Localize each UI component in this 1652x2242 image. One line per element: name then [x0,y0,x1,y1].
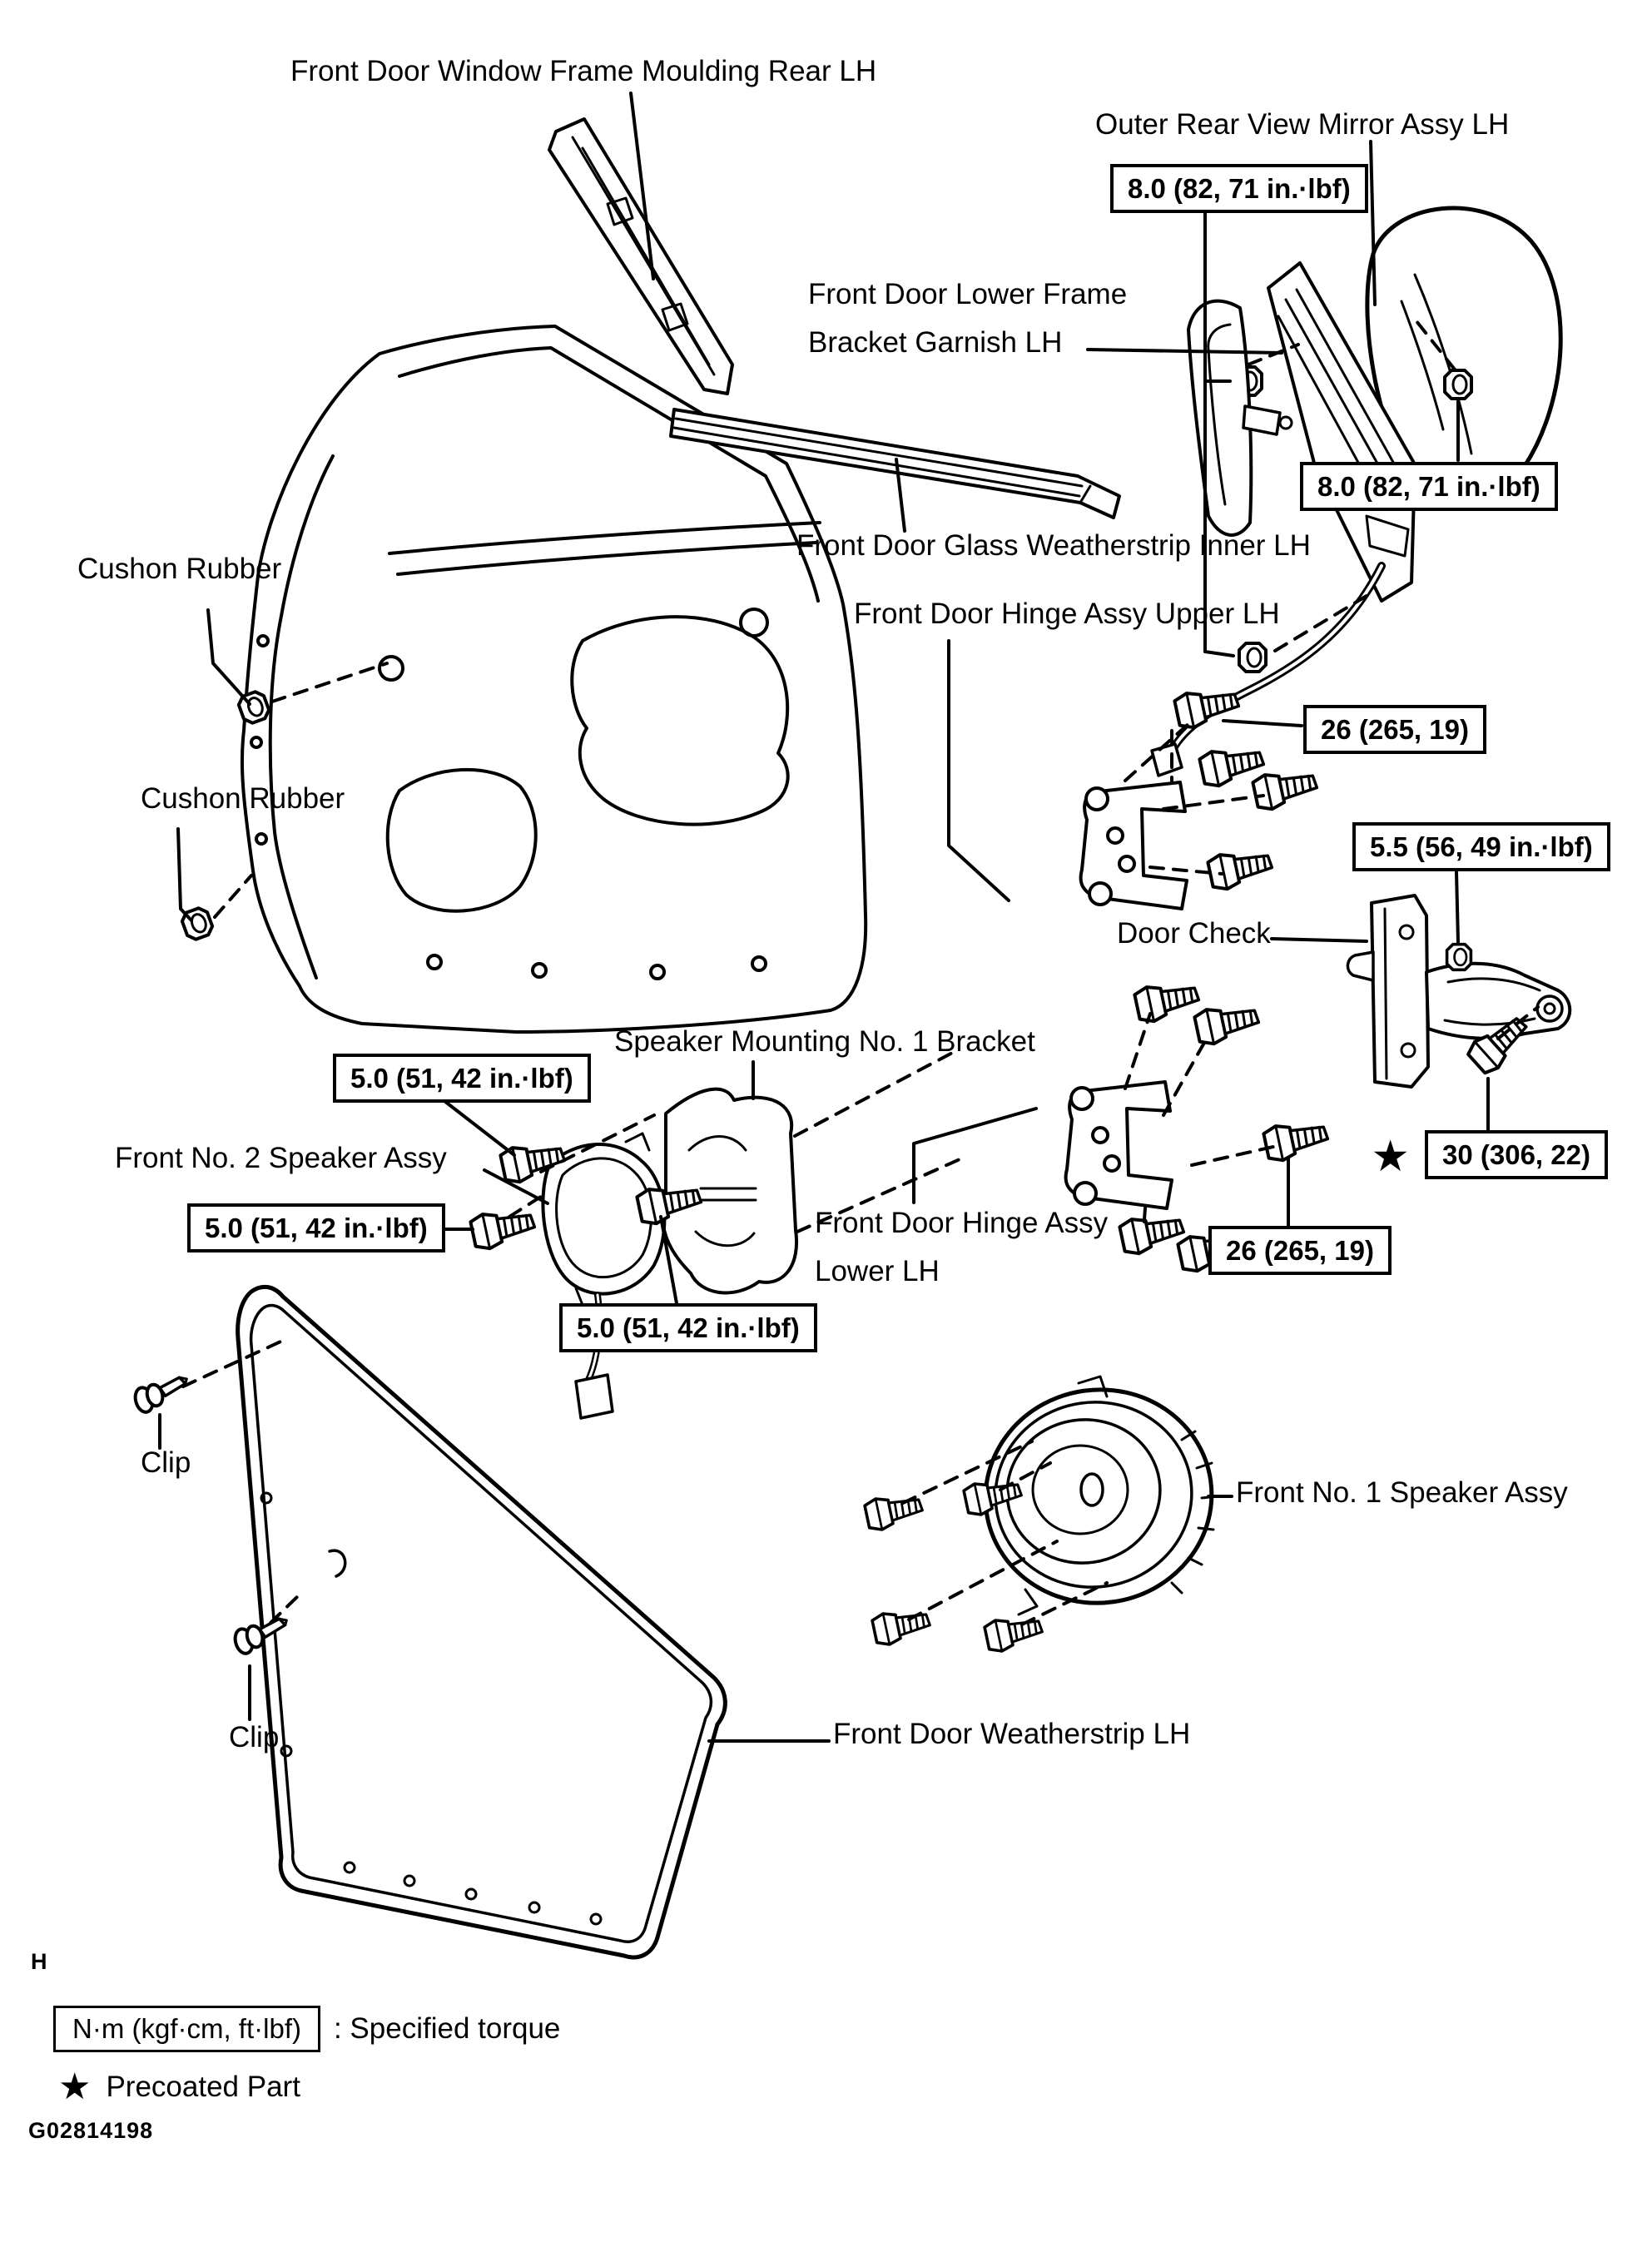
torque-box-hinge-upper: 26 (265, 19) [1303,705,1486,754]
legend-precoated-text: Precoated Part [106,2070,300,2103]
label-speaker-bracket: Speaker Mounting No. 1 Bracket [614,1025,1035,1058]
label-speaker-no2: Front No. 2 Speaker Assy [115,1142,447,1174]
label-cushon-rubber-2: Cushon Rubber [141,782,345,815]
weatherstrip-ring [131,1284,727,1960]
label-clip-2: Clip [229,1721,280,1753]
door-check [1346,894,1572,1089]
window-frame-moulding [548,117,734,395]
legend-torque-unit-box: N·m (kgf·cm, ft·lbf) [53,2006,320,2052]
label-mirror-assy: Outer Rear View Mirror Assy LH [1095,108,1510,141]
label-clip-1: Clip [141,1446,191,1479]
legend-torque: N·m (kgf·cm, ft·lbf) : Specified torque [53,2006,560,2052]
label-hinge-upper: Front Door Hinge Assy Upper LH [854,598,1280,630]
speaker-no2-group [468,1087,799,1420]
label-moulding-rear: Front Door Window Frame Moulding Rear LH [290,55,877,87]
label-hinge-lower-line2: Lower LH [815,1255,940,1287]
torque-box-check-bolt: 30 (306, 22) [1425,1130,1608,1179]
label-speaker-no1: Front No. 1 Speaker Assy [1236,1476,1568,1509]
label-garnish-line1: Front Door Lower Frame [808,278,1128,310]
label-hinge-lower-line1: Front Door Hinge Assy [815,1207,1109,1239]
figure-id: G02814198 [28,2118,154,2143]
precoated-star-icon: ★ [1373,1134,1408,1178]
torque-value: 5.5 (56, 49 in.·lbf) [1370,831,1593,862]
label-weatherstrip-lh: Front Door Weatherstrip LH [833,1718,1191,1750]
glass-weatherstrip-inner [669,408,1121,519]
torque-box-speaker2-b: 5.0 (51, 42 in.·lbf) [187,1203,445,1252]
torque-box-hinge-lower: 26 (265, 19) [1208,1226,1392,1275]
hinge-upper [1079,682,1322,910]
torque-value: 26 (265, 19) [1321,714,1469,745]
label-cushon-rubber-1: Cushon Rubber [77,553,282,585]
torque-value: 30 (306, 22) [1442,1139,1590,1170]
torque-value: 5.0 (51, 42 in.·lbf) [205,1213,428,1243]
corner-mark: H [31,1949,47,1974]
label-door-check: Door Check [1117,917,1271,950]
torque-value: 26 (265, 19) [1226,1235,1374,1266]
label-garnish-line2: Bracket Garnish LH [808,326,1063,359]
torque-box-speaker2-c: 5.0 (51, 42 in.·lbf) [559,1303,817,1352]
star-icon: ★ [58,2066,92,2107]
torque-box-speaker2-a: 5.0 (51, 42 in.·lbf) [333,1054,591,1103]
assembly-dashed-lines [181,320,1540,1626]
label-weatherstrip-inner: Front Door Glass Weatherstrip Inner LH [796,529,1311,562]
torque-box-door-check: 5.5 (56, 49 in.·lbf) [1352,822,1610,871]
torque-value: 5.0 (51, 42 in.·lbf) [350,1063,573,1094]
torque-value: 8.0 (82, 71 in.·lbf) [1128,173,1351,204]
torque-box-mirror-lower: 8.0 (82, 71 in.·lbf) [1300,462,1558,511]
leader-lines [158,92,1490,1743]
legend-precoated: ★ Precoated Part [58,2066,300,2108]
legend-torque-meaning: : Specified torque [333,2012,561,2045]
torque-value: 8.0 (82, 71 in.·lbf) [1317,471,1540,502]
torque-value: 5.0 (51, 42 in.·lbf) [577,1312,800,1343]
door-panel [240,325,868,1034]
torque-box-mirror-upper: 8.0 (82, 71 in.·lbf) [1110,164,1368,213]
cushion-rubbers [178,687,273,944]
